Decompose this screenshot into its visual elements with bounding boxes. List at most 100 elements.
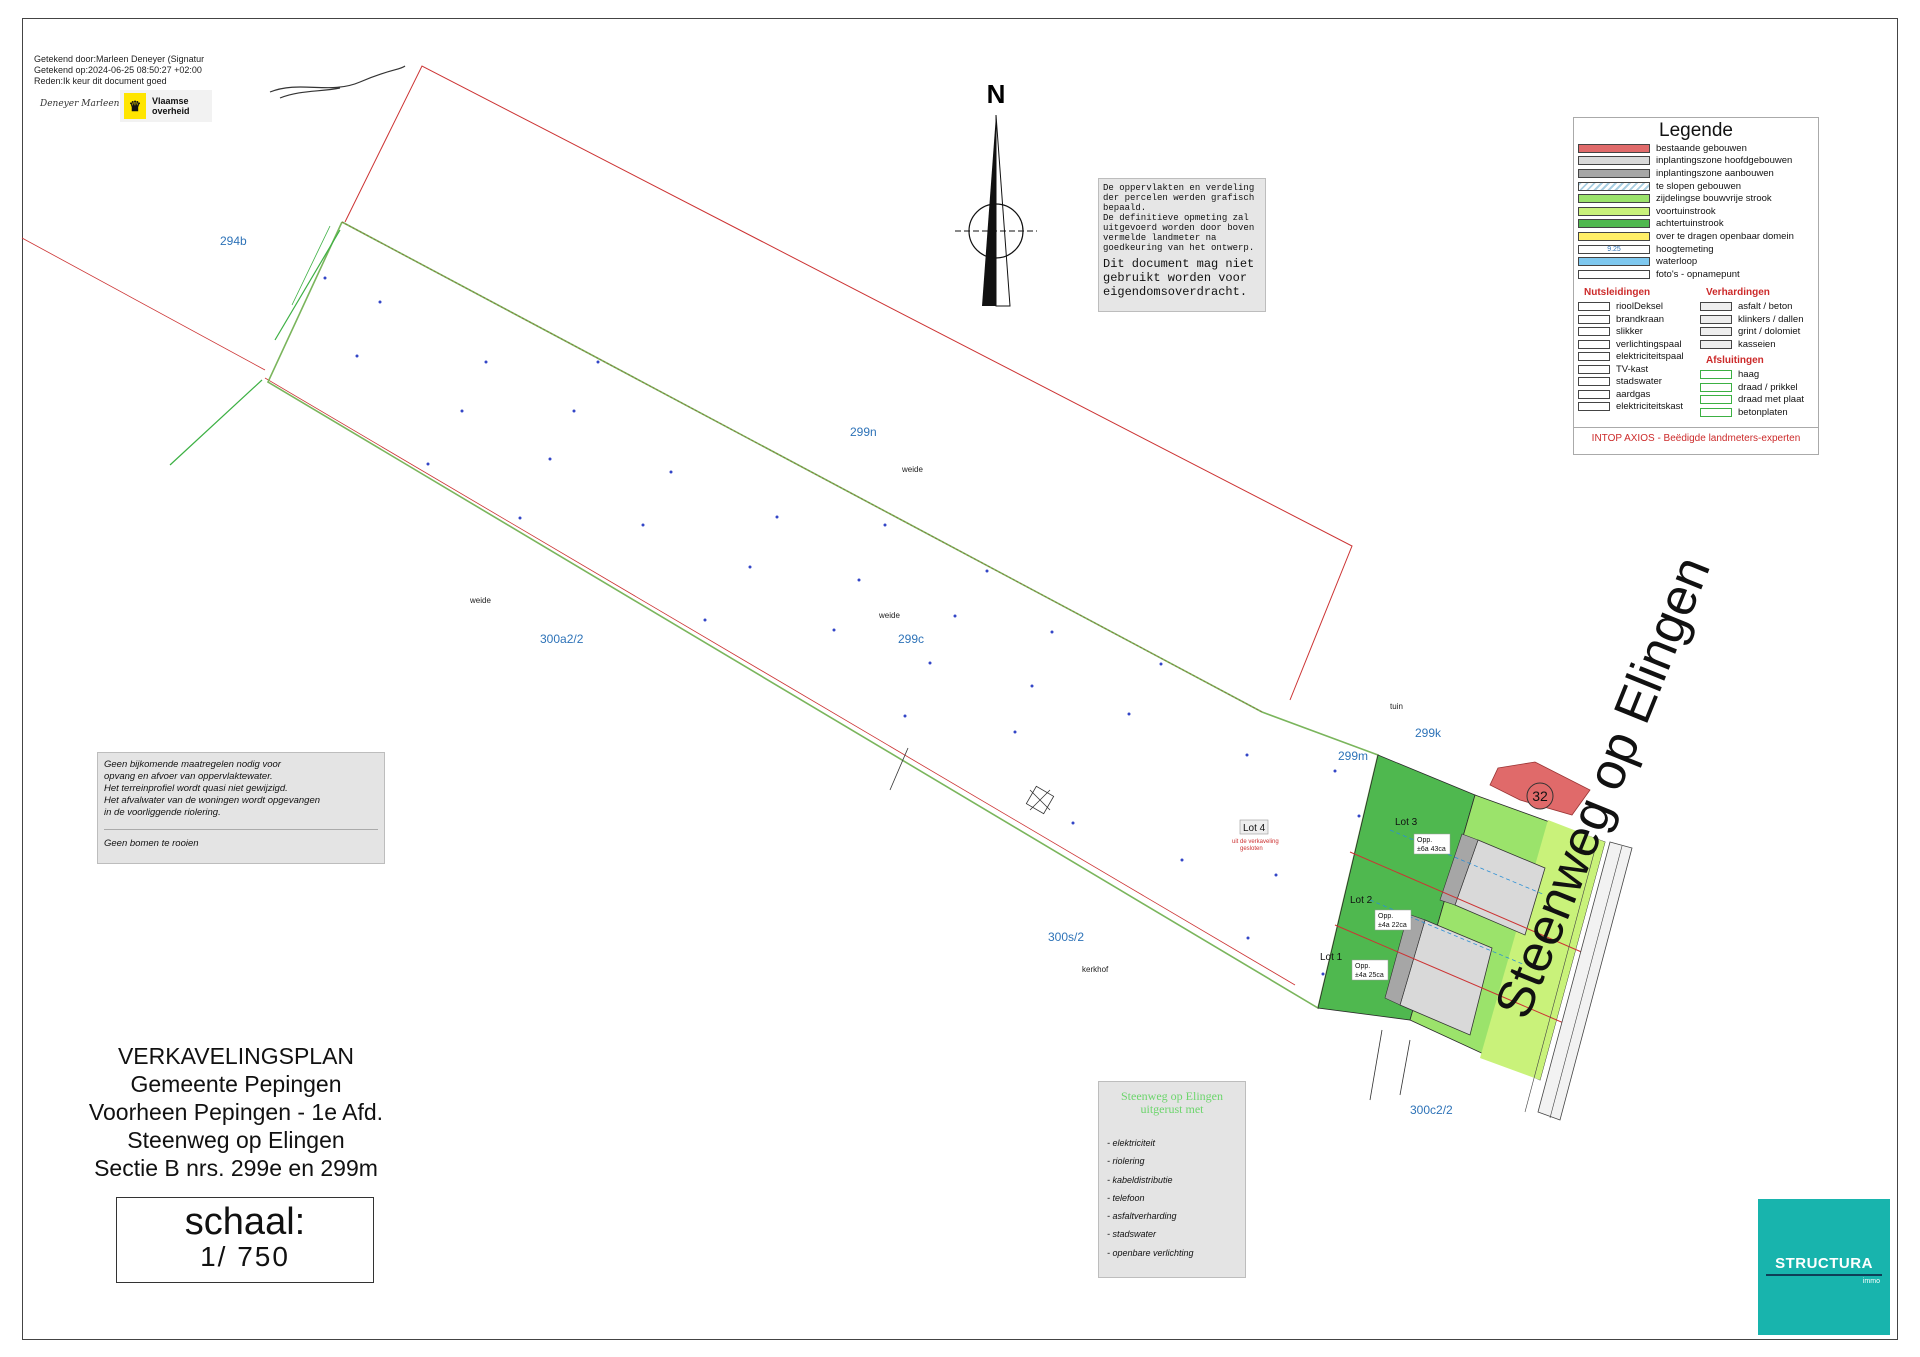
legend-symbol-item: stadswater (1578, 376, 1696, 389)
legend-symbol-icon (1700, 314, 1732, 324)
parcel-294b: 294b (220, 234, 247, 248)
legend-symbol-item: asfalt / beton (1700, 301, 1818, 314)
legend-symbol-icon (1700, 302, 1732, 312)
legend-item: inplantingszone aanbouwen (1578, 167, 1818, 180)
lion-icon: ♛ (124, 93, 146, 119)
legend-symbol-icon (1578, 302, 1610, 312)
legend-symbol-label: TV-kast (1616, 363, 1649, 375)
legend-symbol-icon (1700, 382, 1732, 392)
land-use-weide-2: weide (469, 596, 491, 605)
legend-symbol-label: klinkers / dallen (1738, 313, 1804, 325)
legend-label: bestaande gebouwen (1656, 142, 1747, 154)
signature-scribble-icon (269, 65, 406, 99)
legend-item: over te dragen openbaar domein (1578, 230, 1818, 243)
brand-sub: immo (1862, 1278, 1880, 1285)
lot-1-label: Lot 1 (1320, 952, 1343, 963)
legend-label: zijdelingse bouwvrije strook (1656, 193, 1772, 205)
legend-symbol-icon (1578, 352, 1610, 362)
lot-1-opp-label: Opp. (1355, 963, 1370, 970)
legend-item: zijdelingse bouwvrije strook (1578, 192, 1818, 205)
legend-pavements-title: Verhardingen (1706, 286, 1770, 298)
legend-symbol-label: slikker (1616, 326, 1643, 338)
legend-swatch (1578, 257, 1650, 267)
legend-item: te slopen gebouwen (1578, 180, 1818, 193)
signature-line-2: Getekend op:2024-06-25 08:50:27 +02:00 (34, 65, 202, 75)
legend-label: te slopen gebouwen (1656, 180, 1742, 192)
legend-fences-title: Afsluitingen (1706, 354, 1764, 366)
legend-swatch (1578, 194, 1650, 204)
signature-line-1: Getekend door:Marleen Deneyer (Signatur (34, 54, 205, 64)
parcel-299n-outline (344, 65, 1353, 701)
legend-symbol-label: rioolDeksel (1616, 301, 1663, 313)
lot-2-label: Lot 2 (1350, 895, 1373, 906)
legend-utilities-title: Nutsleidingen (1584, 286, 1651, 298)
parcel-300s2: 300s/2 (1048, 930, 1084, 944)
parcel-300c22: 300c2/2 (1410, 1103, 1453, 1117)
legend-symbol-item: haag (1700, 369, 1818, 382)
lot-2-opp-label: Opp. (1378, 913, 1393, 920)
parcel-300a22: 300a2/2 (540, 632, 584, 646)
neighbour-boundary-line (21, 237, 266, 371)
north-arrow-icon (955, 114, 1037, 307)
legend-swatch (1578, 181, 1650, 191)
lot-4-note-2: gesloten (1240, 846, 1263, 852)
legend-item: achtertuinstrook (1578, 218, 1818, 231)
north-label: N (987, 79, 1006, 109)
lot-1-opp-value: ±4a 25ca (1355, 972, 1384, 979)
lot-2-opp-value: ±4a 22ca (1378, 922, 1407, 929)
title-line-3: Voorheen Pepingen - 1e Afd. (88, 1099, 384, 1125)
legend-swatch (1578, 219, 1650, 229)
land-use-kerkhof: kerkhof (1082, 965, 1109, 974)
signer-name: Deneyer Marleen (40, 99, 120, 109)
legend-symbol-label: elektriciteitskast (1616, 401, 1684, 413)
neighbour-boundary-line-2 (264, 377, 1296, 986)
lot-3-opp-value: ±6a 43ca (1417, 846, 1446, 853)
legend-symbol-item: kasseien (1700, 338, 1818, 351)
legend-item: foto's - opnamepunt (1578, 268, 1818, 281)
structura-logo: STRUCTURA immo (1758, 1199, 1890, 1335)
legend-symbol-label: draad met plaat (1738, 394, 1805, 406)
legend-swatch: 9.25 (1578, 244, 1650, 254)
legend-symbol-label: grint / dolomiet (1738, 326, 1801, 338)
main-parcel-boundary (266, 221, 1379, 1010)
lot-3-label: Lot 3 (1395, 817, 1418, 828)
legend-symbol-icon (1578, 327, 1610, 337)
legend-symbol-item: verlichtingspaal (1578, 338, 1696, 351)
lot-3-opp-label: Opp. (1417, 837, 1432, 844)
legend-symbol-icon (1578, 377, 1610, 387)
legend-symbol-item: klinkers / dallen (1700, 313, 1818, 326)
legend-label: achtertuinstrook (1656, 218, 1724, 230)
front-yard-zone (1480, 820, 1605, 1080)
legend-symbol-icon (1700, 370, 1732, 380)
scale-label: schaal: (184, 1201, 306, 1243)
legend-symbol-icon (1578, 364, 1610, 374)
legend-label: voortuinstrook (1656, 205, 1716, 217)
parcel-299k: 299k (1415, 726, 1442, 740)
legend-symbol-item: draad / prikkel (1700, 381, 1818, 394)
scale-value: 1/ 750 (200, 1241, 290, 1272)
fence-ticks (889, 747, 1411, 1101)
land-use-weide-1: weide (901, 465, 923, 474)
drawing-frame (22, 18, 1898, 1340)
signature-line-3: Reden:Ik keur dit document goed (34, 76, 167, 86)
legend-symbol-label: elektriciteitspaal (1616, 351, 1684, 363)
legend-symbol-item: betonplaten (1700, 406, 1818, 419)
lot-4-label: Lot 4 (1243, 823, 1266, 834)
legend-symbol-label: stadswater (1616, 376, 1662, 388)
title-block: VERKAVELINGSPLAN Gemeente Pepingen Voorh… (86, 1042, 386, 1182)
parcel-299m: 299m (1338, 749, 1368, 763)
legend-symbol-icon (1700, 339, 1732, 349)
legend-swatch (1578, 269, 1650, 279)
title-line-4: Steenweg op Elingen (127, 1127, 345, 1153)
legend-symbol-item: elektriciteitspaal (1578, 351, 1696, 364)
legend-footer: INTOP AXIOS - Beëdigde landmeters-expert… (1574, 426, 1818, 444)
legend-symbol-icon (1578, 402, 1610, 412)
legend-item: waterloop (1578, 255, 1818, 268)
house-number: 32 (1532, 788, 1548, 804)
legend-symbol-label: verlichtingspaal (1616, 338, 1682, 350)
legend-symbol-item: slikker (1578, 326, 1696, 339)
legend-item: bestaande gebouwen (1578, 142, 1818, 155)
